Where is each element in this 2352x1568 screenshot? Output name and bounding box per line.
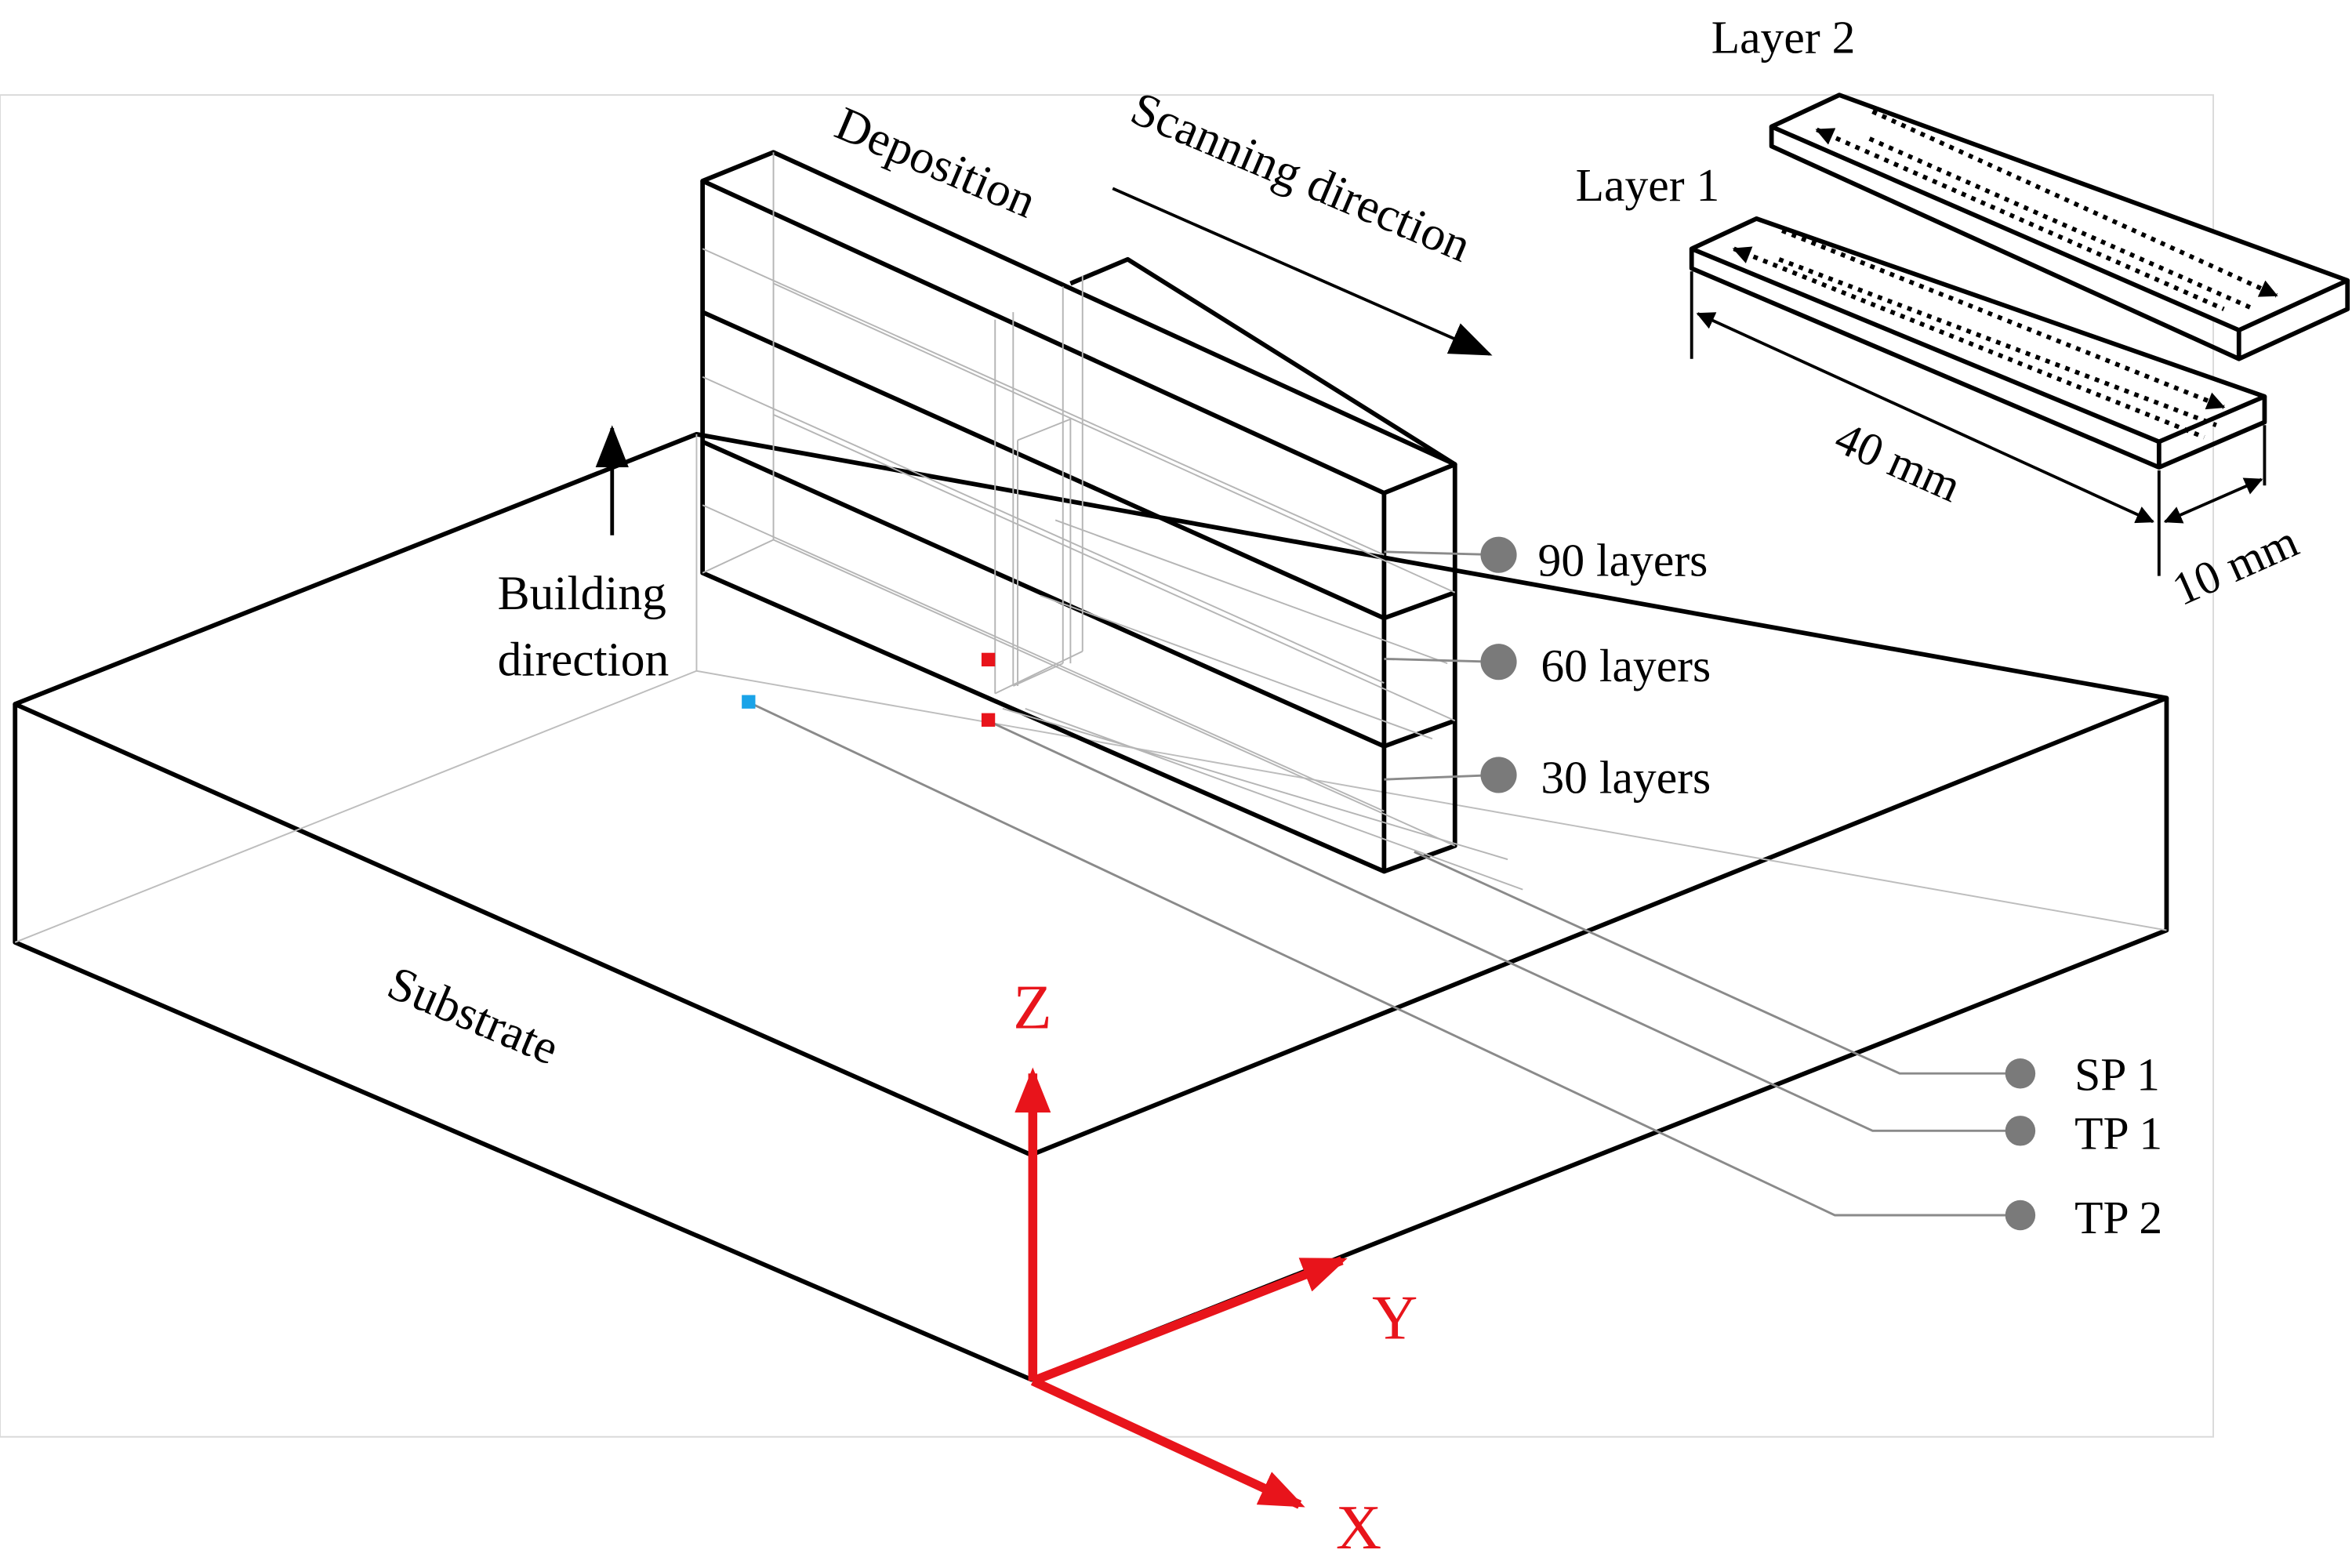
layer-marker-label: 30 layers [1541, 752, 1711, 804]
deposition-block [700, 150, 1523, 891]
scanning-direction-label: Scanning direction [1123, 82, 1479, 272]
leader-tp2 [749, 701, 2018, 1217]
layer-marker-list: 90 layers 60 layers 30 layers [1480, 535, 1711, 804]
z-axis-label: Z [1013, 973, 1051, 1043]
probe-point-label: TP 2 [2074, 1192, 2162, 1243]
leader-sp1 [1414, 851, 2018, 1075]
y-axis-arrow [1031, 1256, 1348, 1385]
dimension-lines [1690, 271, 2267, 576]
substrate-block [13, 431, 2169, 1382]
probe-point-list: SP 1 TP 1 TP 2 [2005, 1048, 2162, 1243]
layer-marker-dot [1480, 644, 1517, 681]
leader-90-layers [1384, 550, 1497, 557]
width-dimension-label: 10 mm [2165, 515, 2306, 615]
deposition-label: Deposition [828, 96, 1044, 228]
substrate-label: Substrate [380, 956, 566, 1076]
coordinate-axes: Z Y X [1013, 973, 1417, 1563]
tp2-point [742, 695, 756, 709]
probe-point-label: TP 1 [2074, 1107, 2162, 1159]
leader-tp1 [987, 719, 2018, 1132]
leader-30-layers [1384, 774, 1497, 781]
x-axis-arrow [1030, 1377, 1305, 1509]
y-axis-label: Y [1372, 1283, 1417, 1353]
probe-marker-dot [2005, 1200, 2036, 1231]
layer-2-label: Layer 2 [1711, 11, 1856, 63]
leader-lines [749, 550, 2018, 1217]
layer-marker-label: 60 layers [1541, 640, 1711, 691]
layer-marker-dot [1480, 536, 1517, 573]
sp1-point [981, 652, 996, 666]
building-direction-label-line2: direction [498, 633, 670, 687]
layer-marker-label: 90 layers [1538, 535, 1708, 586]
tp1-point [981, 713, 996, 727]
layer-inset [1689, 93, 2350, 576]
probe-marker-dot [2005, 1058, 2036, 1089]
building-direction-label-line1: Building [498, 567, 666, 620]
layer-marker-dot [1480, 757, 1517, 793]
probe-marker-dot [2005, 1116, 2036, 1146]
probe-point-label: SP 1 [2074, 1048, 2160, 1100]
layer-1-label: Layer 1 [1576, 159, 1720, 211]
x-axis-label: X [1336, 1493, 1381, 1563]
scanning-direction-arrow [1112, 187, 1493, 356]
leader-60-layers [1384, 657, 1497, 663]
layer-2-strip [1769, 93, 2350, 361]
figure-frame [0, 94, 2215, 1438]
